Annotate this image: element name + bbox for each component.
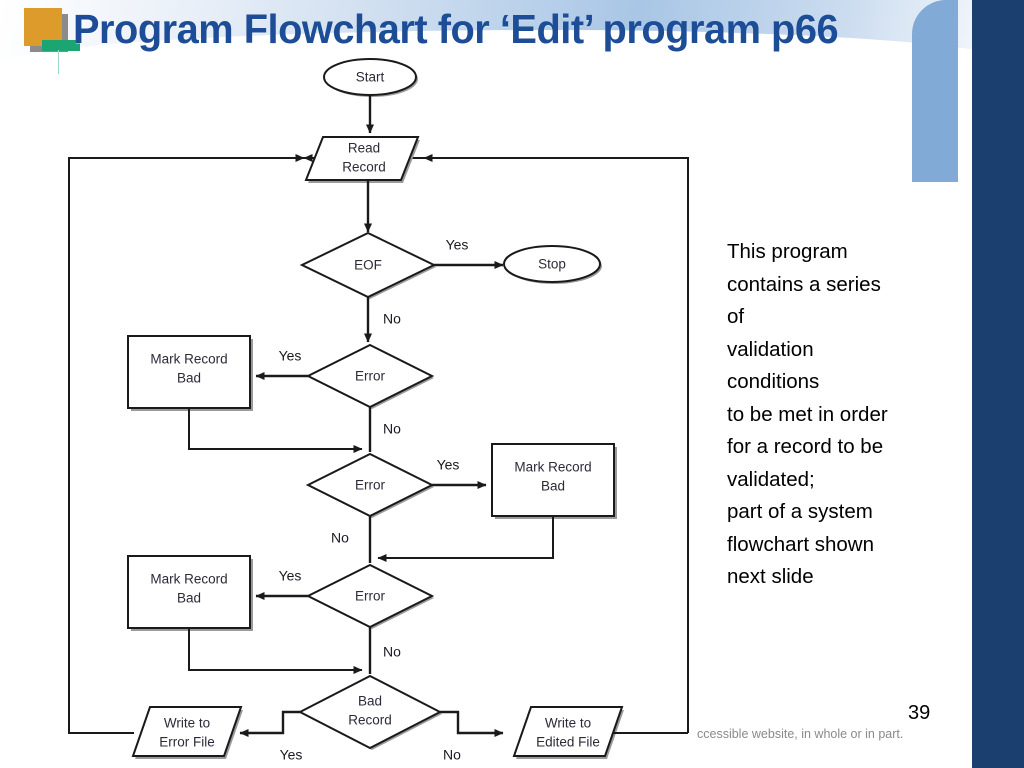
error1-node-label: Error [355, 369, 386, 384]
right-light-blue-bar [912, 0, 958, 182]
right-navy-bar [972, 0, 1024, 768]
edge-mark3-to-badrecord [188, 628, 363, 674]
edge-label-eof-yes: Yes [446, 237, 469, 253]
writeerror-label-line2: Error File [159, 735, 215, 750]
mark2-label-line2: Bad [541, 479, 565, 494]
copyright-footer-note: ccessible website, in whole or in part. [697, 727, 904, 741]
explanation-paragraph: This program contains a series of valida… [727, 236, 959, 594]
mark3-label-line1: Mark Record [150, 572, 227, 587]
explanation-line: validation [727, 337, 814, 361]
read-record-label-line2: Record [342, 160, 386, 175]
slide-page-number: 39 [908, 702, 931, 724]
edge-label-error2-no: No [331, 530, 349, 546]
explanation-line: contains a series [727, 272, 881, 296]
logo-tick-line [58, 50, 59, 74]
writeerror-label-line1: Write to [164, 716, 210, 731]
edge-label-badrecord-yes: Yes [280, 747, 303, 763]
eof-node-label: EOF [354, 258, 382, 273]
mark2-node [491, 443, 615, 517]
logo-orange-square-icon [24, 8, 62, 46]
error3-node-label: Error [355, 589, 386, 604]
mark1-label-line1: Mark Record [150, 352, 227, 367]
writeedited-label-line1: Write to [545, 716, 591, 731]
explanation-line: of [727, 305, 745, 328]
badrecord-label-line2: Record [348, 713, 392, 728]
explanation-line: for a record to be [727, 435, 884, 458]
edge-badrecord-to-writeerror [239, 710, 300, 737]
mark2-label-line1: Mark Record [514, 460, 591, 475]
edge-mark2-to-error3 [377, 516, 554, 562]
writeedited-node [512, 706, 624, 757]
explanation-line: conditions [727, 370, 820, 393]
edge-badrecord-to-writeedited [440, 710, 504, 737]
badrecord-label-line1: Bad [358, 694, 382, 709]
edge-label-error3-yes: Yes [279, 568, 302, 584]
explanation-line: validated; [727, 467, 815, 491]
writeedited-label-line2: Edited File [536, 735, 600, 750]
badrecord-node [297, 674, 443, 750]
edge-label-error3-no: No [383, 644, 401, 660]
explanation-line: to be met in order [727, 402, 888, 426]
start-node-label: Start [356, 70, 385, 85]
stop-node [503, 245, 601, 283]
edge-label-eof-no: No [383, 311, 401, 327]
edge-label-error1-no: No [383, 421, 401, 437]
mark1-node [127, 335, 251, 409]
read-record-label-line1: Read [348, 141, 380, 156]
edge-label-error1-yes: Yes [279, 348, 302, 364]
explanation-line: This program [727, 240, 848, 263]
edge-label-error2-yes: Yes [437, 457, 460, 473]
outer-loop-left-path [68, 157, 304, 734]
page-title: Program Flowchart for ‘Edit’ program p66 [73, 6, 839, 52]
edge-label-badrecord-no: No [443, 747, 461, 763]
explanation-line: next slide [727, 565, 814, 588]
stop-node-label: Stop [538, 257, 566, 272]
mark3-label-line2: Bad [177, 591, 201, 606]
explanation-line: flowchart shown [727, 532, 874, 556]
read-record-node [304, 136, 420, 181]
error2-node-label: Error [355, 478, 386, 493]
logo-green-bar-icon [42, 40, 80, 51]
explanation-line: part of a system [727, 500, 873, 523]
mark1-label-line2: Bad [177, 371, 201, 386]
writeerror-node [131, 706, 243, 757]
edge-mark1-to-error2 [188, 408, 363, 453]
